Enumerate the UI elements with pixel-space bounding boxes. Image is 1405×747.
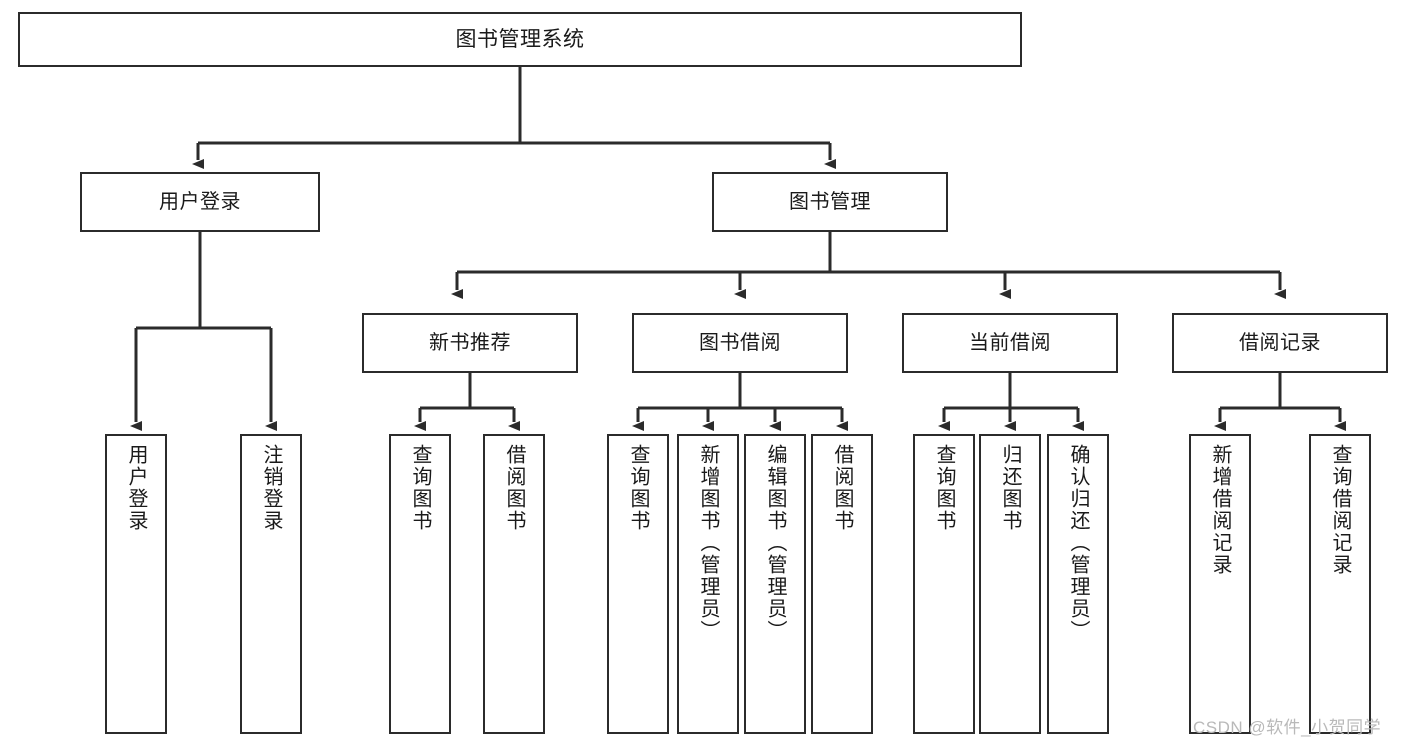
node-label: 用户登录 [125,444,147,532]
node-new-book-recommend[interactable]: 新书推荐 [362,313,578,373]
node-book-management[interactable]: 图书管理 [712,172,948,232]
node-label: 查询图书 [409,444,431,532]
node-label: 借阅记录 [1239,331,1321,354]
node-label: 用户登录 [159,190,241,213]
node-label: 注销登录 [260,444,282,532]
leaf-book-borrow-query-book[interactable]: 查询图书 [607,434,669,734]
node-label: 查询图书 [627,444,649,532]
node-label: 新增图书（管理员） [697,444,719,642]
node-label: 确认归还（管理员） [1067,444,1089,642]
leaf-new-book-query-book[interactable]: 查询图书 [389,434,451,734]
node-label: 新增借阅记录 [1209,444,1231,576]
node-label: 图书管理 [789,190,871,213]
node-label: 借阅图书 [831,444,853,532]
leaf-borrow-record-query-record[interactable]: 查询借阅记录 [1309,434,1371,734]
node-label: 编辑图书（管理员） [764,444,786,642]
leaf-current-borrow-confirm-return-admin[interactable]: 确认归还（管理员） [1047,434,1109,734]
node-label: 图书借阅 [699,331,781,354]
node-label: 新书推荐 [429,331,511,354]
node-label: 归还图书 [999,444,1021,532]
node-current-borrow[interactable]: 当前借阅 [902,313,1118,373]
leaf-user-login-login[interactable]: 用户登录 [105,434,167,734]
leaf-current-borrow-query-book[interactable]: 查询图书 [913,434,975,734]
node-label: 查询借阅记录 [1329,444,1351,576]
leaf-book-borrow-add-book-admin[interactable]: 新增图书（管理员） [677,434,739,734]
leaf-borrow-record-add-record[interactable]: 新增借阅记录 [1189,434,1251,734]
node-root-book-management-system[interactable]: 图书管理系统 [18,12,1022,67]
node-user-login[interactable]: 用户登录 [80,172,320,232]
leaf-book-borrow-edit-book-admin[interactable]: 编辑图书（管理员） [744,434,806,734]
leaf-new-book-borrow-book[interactable]: 借阅图书 [483,434,545,734]
node-label: 查询图书 [933,444,955,532]
leaf-user-login-logout[interactable]: 注销登录 [240,434,302,734]
leaf-book-borrow-borrow-book[interactable]: 借阅图书 [811,434,873,734]
node-book-borrow[interactable]: 图书借阅 [632,313,848,373]
node-label: 借阅图书 [503,444,525,532]
watermark-csdn: CSDN @软件_小贺同学 [1193,718,1382,737]
node-label: 图书管理系统 [455,27,585,51]
leaf-current-borrow-return-book[interactable]: 归还图书 [979,434,1041,734]
node-borrow-record[interactable]: 借阅记录 [1172,313,1388,373]
node-label: 当前借阅 [969,331,1051,354]
